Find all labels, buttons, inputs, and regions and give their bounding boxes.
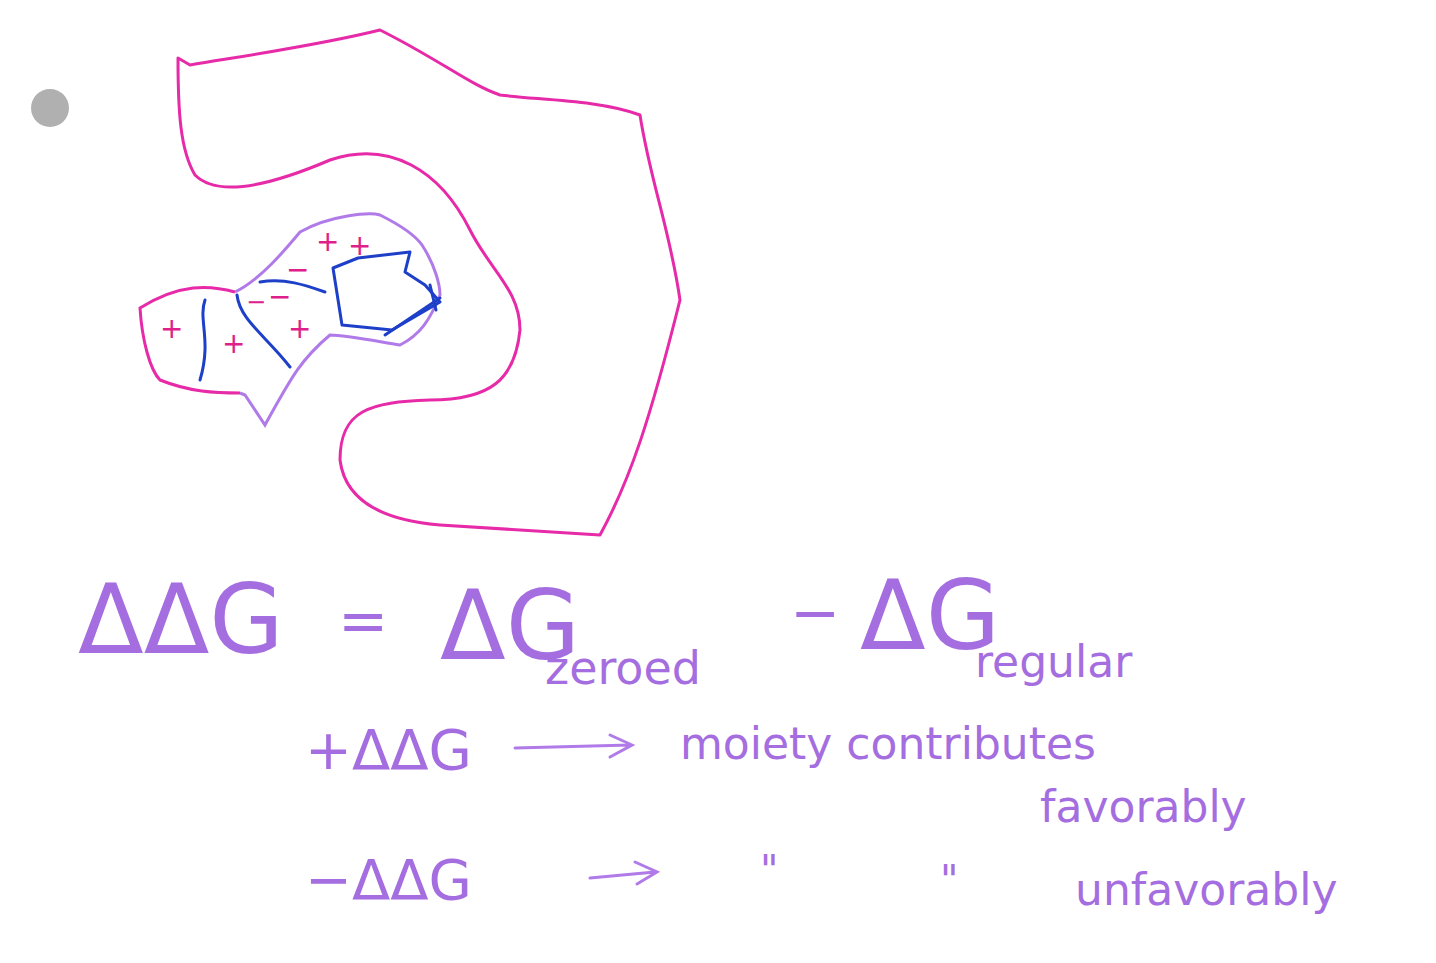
charge-sign: + bbox=[160, 315, 183, 343]
arrows bbox=[515, 735, 657, 884]
protein-pocket-outline bbox=[178, 30, 680, 535]
charge-sign: − bbox=[246, 290, 266, 314]
ditto-mark: " bbox=[760, 850, 778, 890]
subscript: zeroed bbox=[545, 645, 701, 691]
note-text: moiety contributes bbox=[680, 722, 1096, 766]
charge-sign: + bbox=[348, 232, 371, 260]
equals-sign: = bbox=[338, 590, 388, 650]
note-term: +ΔΔG bbox=[305, 722, 472, 778]
ligand-bonds bbox=[200, 252, 440, 380]
subscript: regular bbox=[975, 640, 1132, 684]
ligand-outline bbox=[235, 214, 440, 425]
ditto-mark: " bbox=[940, 860, 958, 900]
charge-sign: + bbox=[316, 228, 339, 256]
minus-sign: − bbox=[790, 582, 840, 642]
charge-sign: + bbox=[288, 315, 311, 343]
note-text: favorably bbox=[1040, 785, 1247, 829]
equation-term: ΔΔG bbox=[78, 572, 284, 668]
note-term: −ΔΔG bbox=[305, 852, 472, 908]
charge-sign: − bbox=[286, 256, 309, 284]
note-text: unfavorably bbox=[1075, 868, 1337, 912]
charge-sign: − bbox=[268, 283, 291, 311]
charge-sign: + bbox=[222, 330, 245, 358]
bullet-dot bbox=[31, 89, 69, 127]
